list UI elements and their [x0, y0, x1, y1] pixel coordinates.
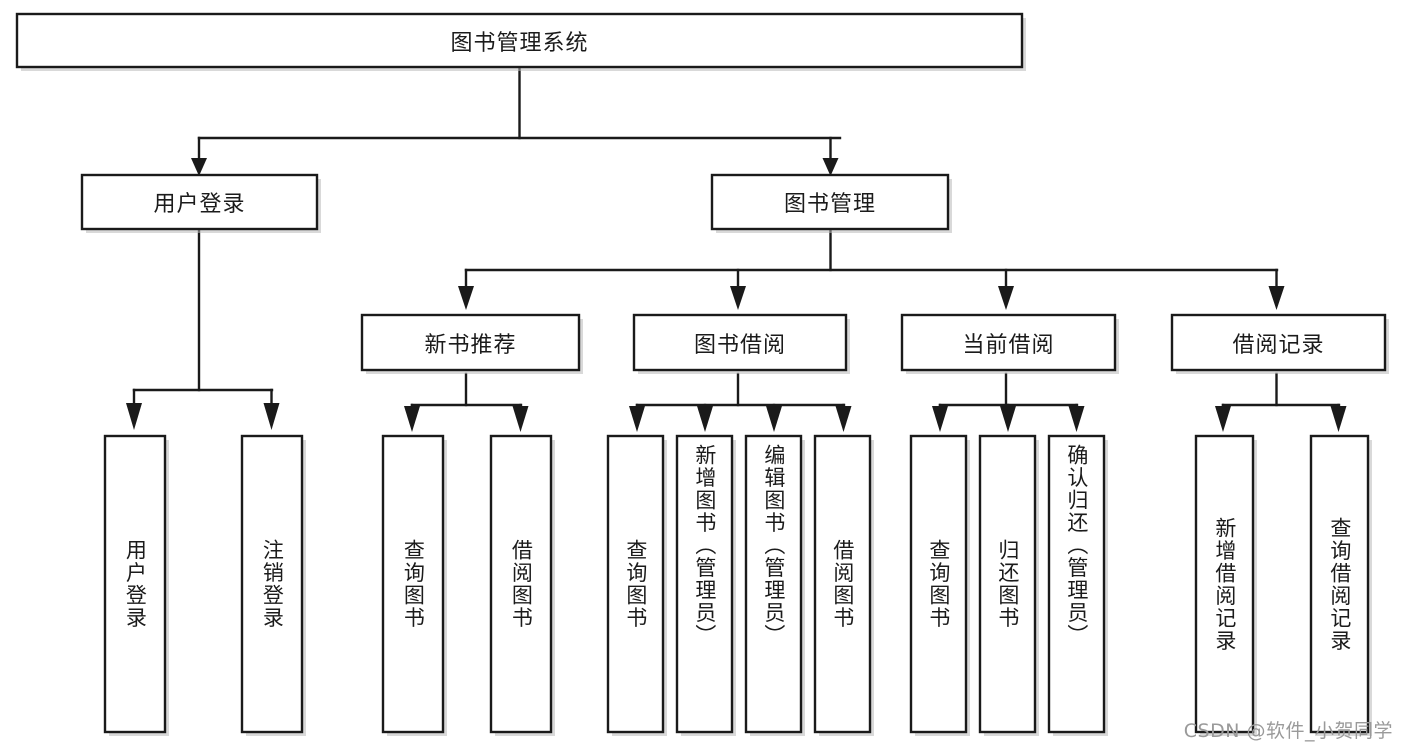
- node-box-leaf-query-book-2[interactable]: [606, 434, 665, 734]
- node-box-leaf-edit-book[interactable]: [744, 434, 803, 734]
- node-box-leaf-query-book-1[interactable]: [381, 434, 445, 734]
- connector-group-book-manage: [458, 228, 1285, 310]
- arrowhead-leaf-query-book-1: [404, 406, 420, 432]
- arrowhead-book-manage: [822, 158, 839, 176]
- node-box-root[interactable]: [15, 12, 1024, 69]
- arrowhead-leaf-borrow-book-1: [512, 406, 529, 432]
- node-box-leaf-add-record[interactable]: [1194, 434, 1255, 734]
- arrowhead-user-login: [191, 158, 207, 176]
- node-box-book-manage[interactable]: [710, 173, 950, 231]
- node-box-leaf-query-record[interactable]: [1309, 434, 1370, 734]
- arrowhead-leaf-return-book: [1000, 406, 1016, 432]
- arrowhead-borrow-record: [1268, 286, 1285, 310]
- arrowhead-leaf-add-record: [1215, 406, 1231, 432]
- node-box-leaf-borrow-book-1[interactable]: [489, 434, 553, 734]
- connector-group-book-borrow: [629, 372, 852, 432]
- arrowhead-leaf-query-book-3: [932, 406, 948, 432]
- connector-group-user-login: [126, 228, 280, 430]
- node-box-borrow-record[interactable]: [1170, 313, 1387, 372]
- arrowhead-current-borrow: [998, 286, 1014, 310]
- node-box-leaf-query-book-3[interactable]: [909, 434, 968, 734]
- node-box-book-borrow[interactable]: [632, 313, 848, 372]
- connector-group-new-book-rec: [404, 372, 529, 432]
- node-box-leaf-borrow-book-2[interactable]: [813, 434, 872, 734]
- arrowhead-leaf-edit-book: [766, 406, 782, 432]
- node-box-leaf-user-login[interactable]: [103, 434, 167, 734]
- connector-group-root: [191, 65, 842, 176]
- arrowhead-new-book-rec: [458, 286, 474, 310]
- arrowhead-leaf-confirm-return: [1068, 406, 1085, 432]
- node-box-user-login[interactable]: [80, 173, 319, 231]
- node-box-leaf-confirm-return[interactable]: [1047, 434, 1106, 734]
- connector-group-current-borrow: [932, 372, 1085, 432]
- node-box-leaf-return-book[interactable]: [978, 434, 1037, 734]
- arrowhead-leaf-borrow-book-2: [835, 406, 852, 432]
- node-box-leaf-add-book[interactable]: [675, 434, 734, 734]
- connector-group-borrow-record: [1215, 372, 1347, 432]
- node-box-leaf-logout[interactable]: [240, 434, 304, 734]
- arrowhead-leaf-query-book-2: [629, 406, 645, 432]
- node-box-new-book-rec[interactable]: [360, 313, 581, 372]
- arrowhead-leaf-add-book: [697, 406, 713, 432]
- arrowhead-leaf-user-login: [126, 403, 142, 430]
- arrowhead-leaf-logout: [263, 403, 280, 430]
- arrowhead-leaf-query-record: [1330, 406, 1347, 432]
- arrowhead-book-borrow: [730, 286, 746, 310]
- node-box-current-borrow[interactable]: [900, 313, 1117, 372]
